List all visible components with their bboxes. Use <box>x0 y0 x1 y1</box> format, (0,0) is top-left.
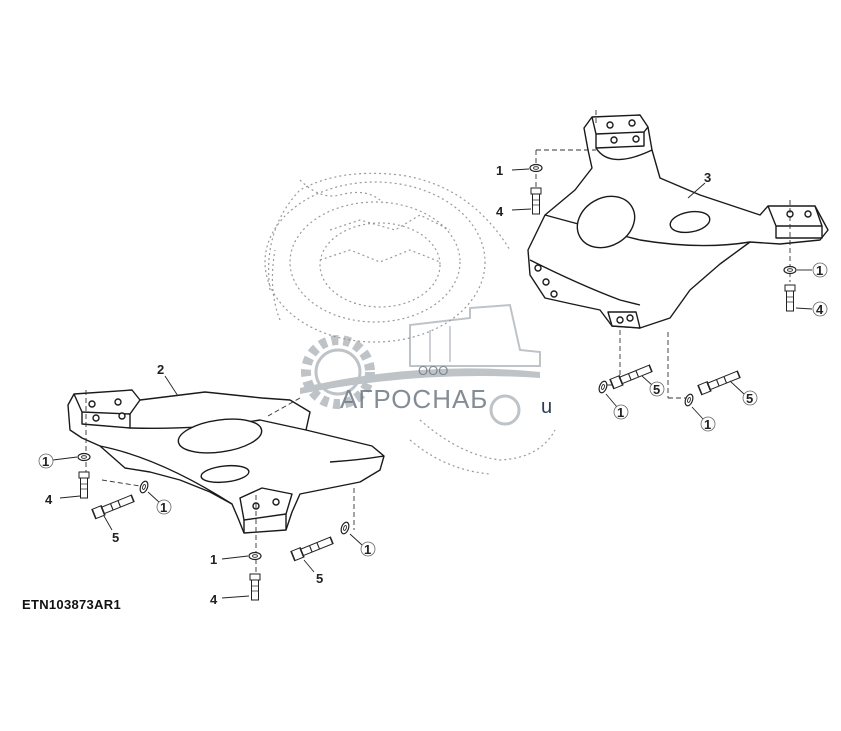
figure-id: ETN103873AR1 <box>22 597 121 612</box>
bolt-icon <box>784 284 796 312</box>
bolt-icon <box>249 573 261 601</box>
callout-4: 4 <box>816 302 824 317</box>
callout-1: 1 <box>210 552 217 567</box>
bolt-icon <box>697 369 742 396</box>
callout-2: 2 <box>157 362 164 377</box>
transmission-ghost-outline <box>264 172 556 475</box>
callout-1: 1 <box>704 417 711 432</box>
bolt-icon <box>290 535 335 562</box>
callouts: 2 3 1 4 1 4 5 1 5 1 1 4 5 1 1 <box>38 163 828 607</box>
watermark-company-prefix: ООО <box>418 363 449 378</box>
washer-icon <box>783 265 797 275</box>
callout-5: 5 <box>112 530 119 545</box>
watermark-company-name: АГРОСНАБ <box>340 384 489 414</box>
alignment-lines <box>85 110 791 596</box>
callout-1: 1 <box>160 500 167 515</box>
watermark-logo <box>300 303 541 426</box>
callout-1: 1 <box>617 405 624 420</box>
callout-5: 5 <box>653 382 660 397</box>
watermark-tail: u <box>541 396 553 418</box>
left-mount-bracket <box>67 389 385 534</box>
callout-3: 3 <box>704 170 711 185</box>
washer-icon <box>138 479 150 495</box>
callout-1: 1 <box>816 263 823 278</box>
washer-icon <box>339 520 351 536</box>
right-mount-bracket <box>527 114 829 329</box>
callout-5: 5 <box>316 571 323 586</box>
callout-1: 1 <box>42 454 49 469</box>
washer-icon <box>597 379 609 395</box>
washer-icon <box>77 452 91 462</box>
callout-5: 5 <box>746 391 753 406</box>
washer-icon <box>529 163 543 173</box>
washer-icon <box>248 551 262 561</box>
callout-1: 1 <box>364 542 371 557</box>
callout-4: 4 <box>210 592 218 607</box>
bolt-icon <box>609 363 654 390</box>
callout-4: 4 <box>496 204 504 219</box>
callout-4: 4 <box>45 492 53 507</box>
washer-icon <box>683 392 695 408</box>
bolt-icon <box>530 187 542 215</box>
bolt-icon <box>78 471 90 499</box>
callout-1: 1 <box>496 163 503 178</box>
bolt-icon <box>91 493 136 520</box>
